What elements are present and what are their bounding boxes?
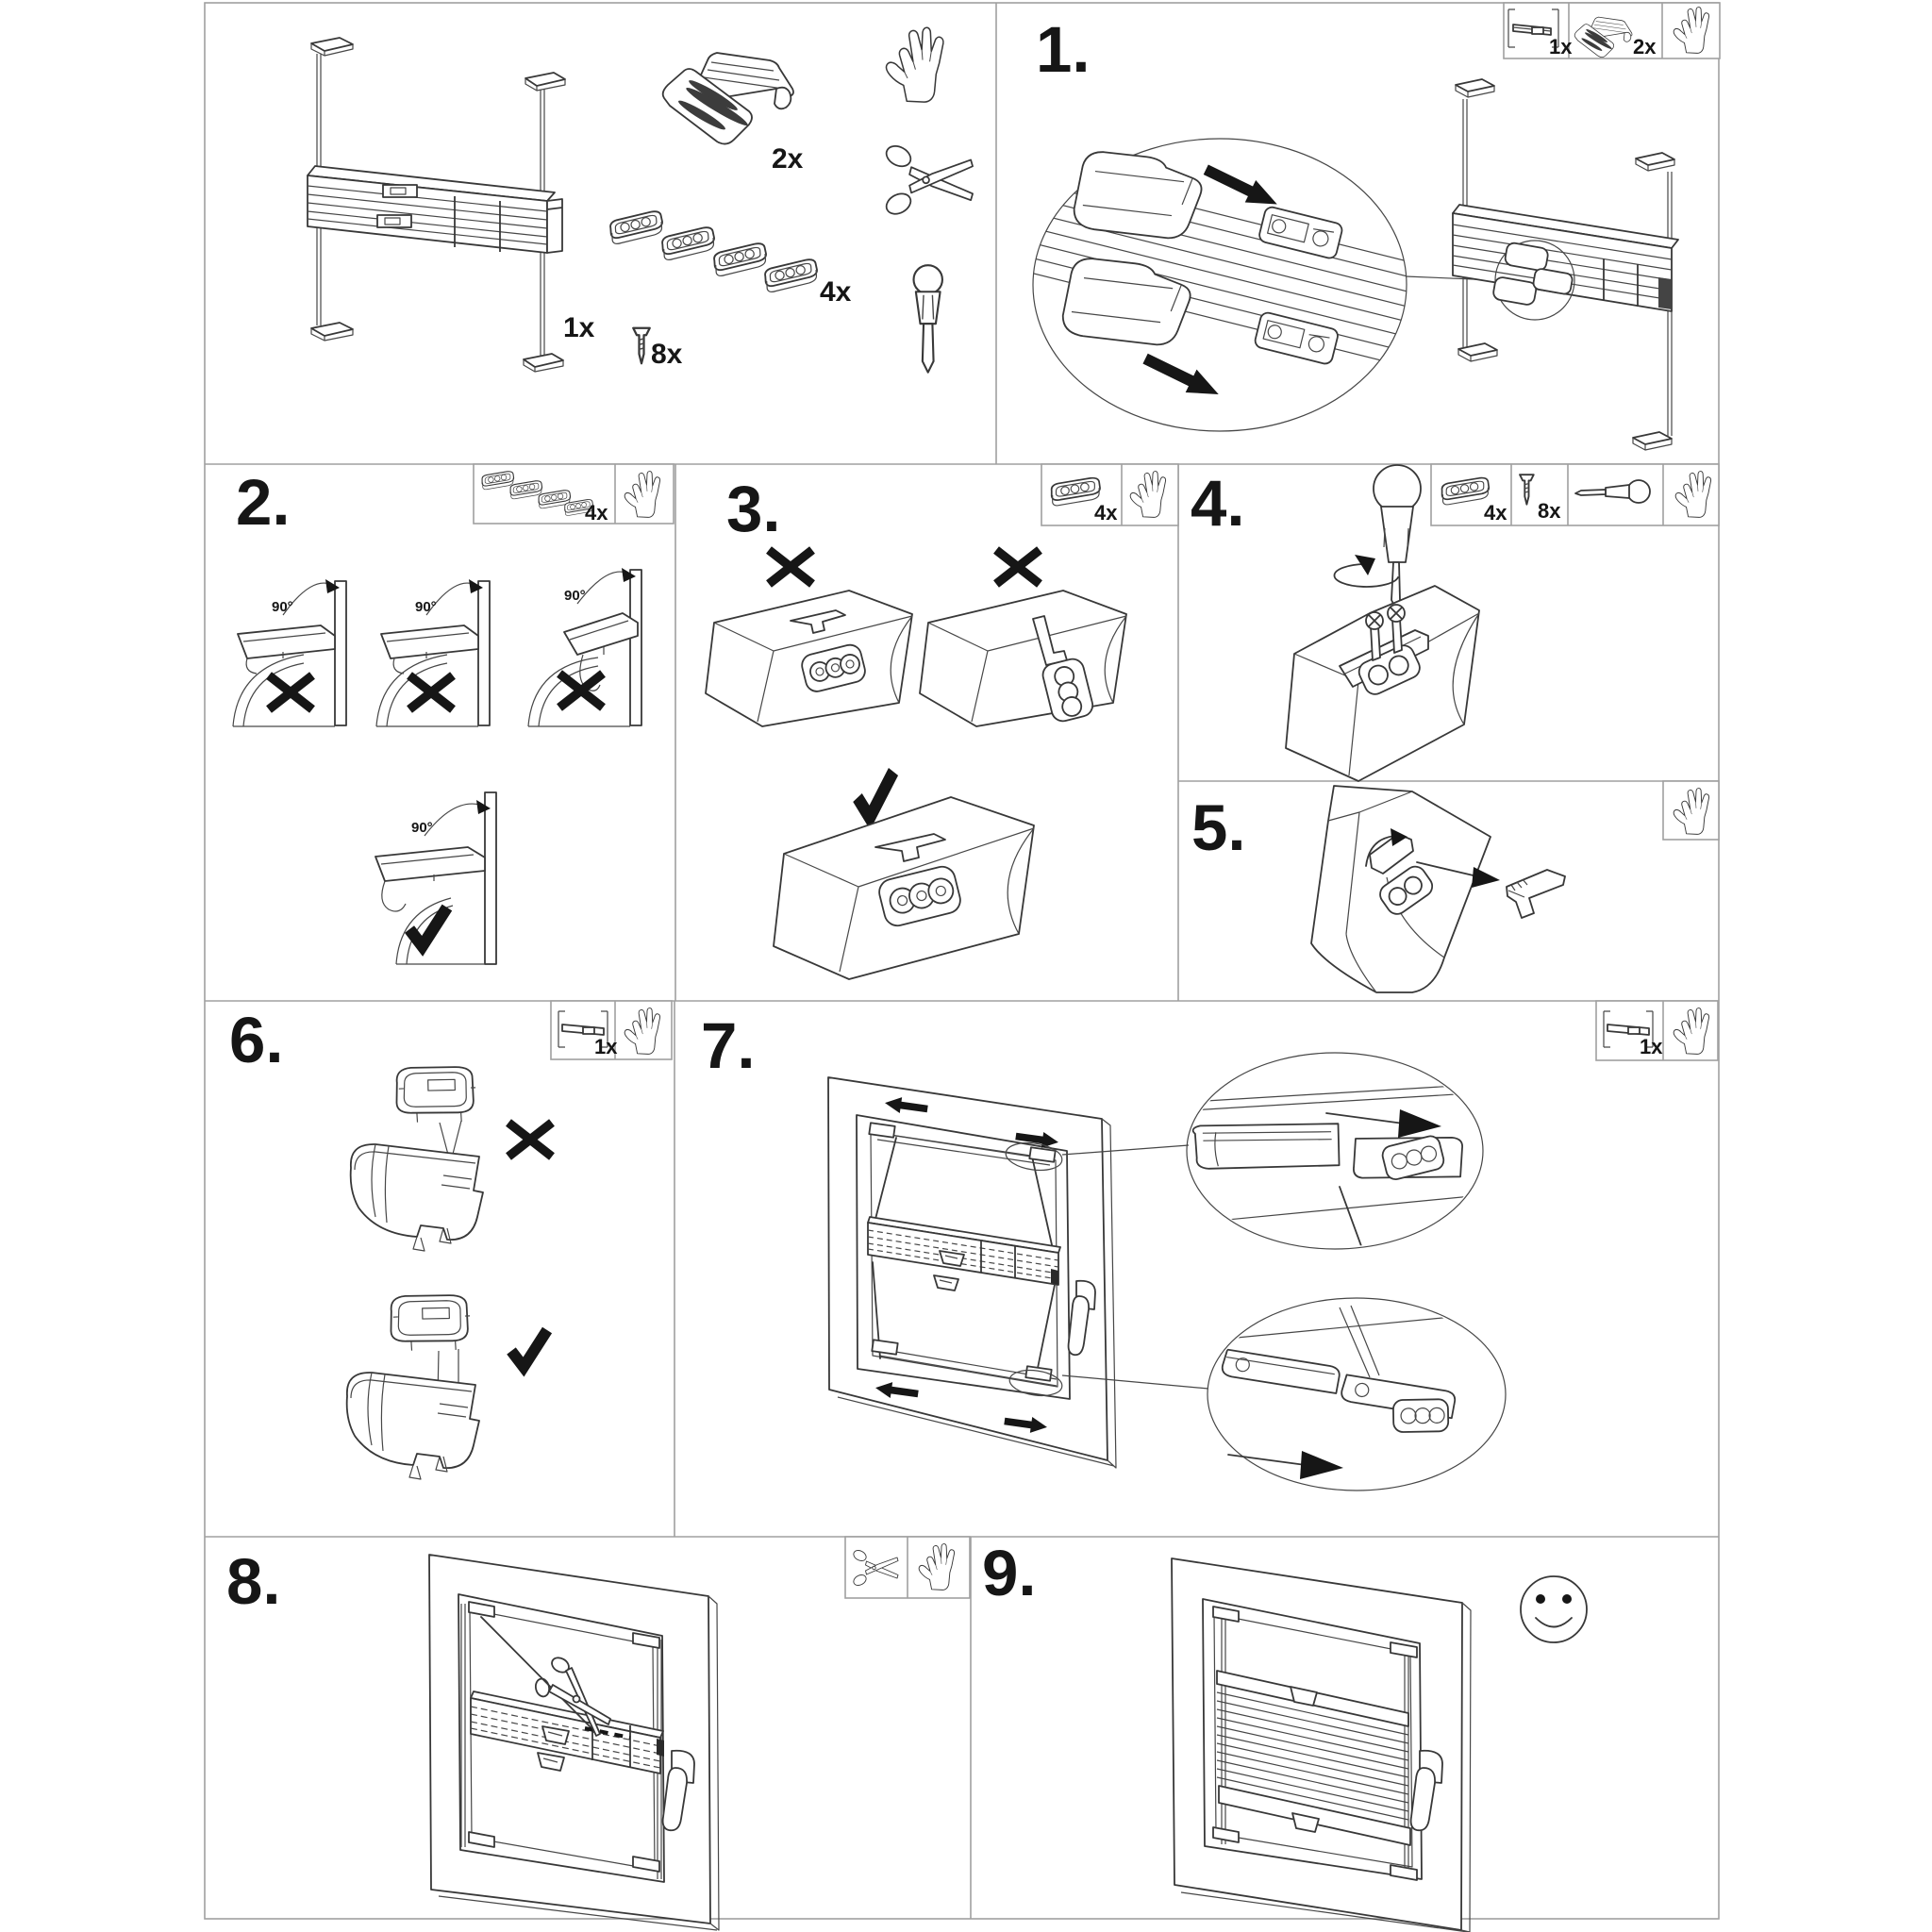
svg-text:1x: 1x [563, 312, 595, 343]
svg-text:9.: 9. [982, 1537, 1037, 1609]
svg-text:90°: 90° [415, 599, 437, 615]
svg-text:1.: 1. [1036, 13, 1091, 86]
svg-text:4x: 4x [820, 276, 852, 308]
svg-text:8x: 8x [1538, 499, 1561, 523]
svg-text:1x: 1x [594, 1035, 618, 1058]
svg-text:7.: 7. [701, 1009, 756, 1082]
svg-text:4x: 4x [585, 501, 608, 525]
svg-text:5.: 5. [1191, 791, 1246, 864]
svg-text:2x: 2x [772, 143, 804, 175]
svg-text:3.: 3. [726, 473, 781, 545]
svg-text:8x: 8x [651, 339, 683, 370]
svg-text:4.: 4. [1191, 467, 1245, 540]
svg-text:4x: 4x [1484, 501, 1507, 525]
svg-text:90°: 90° [411, 820, 433, 836]
svg-text:90°: 90° [272, 599, 293, 615]
svg-text:8.: 8. [226, 1545, 281, 1618]
svg-text:1x: 1x [1640, 1035, 1663, 1058]
svg-text:2x: 2x [1633, 35, 1657, 58]
svg-text:2.: 2. [236, 466, 291, 539]
svg-text:1x: 1x [1549, 35, 1573, 58]
svg-text:6.: 6. [229, 1004, 284, 1076]
svg-text:90°: 90° [564, 588, 586, 604]
svg-text:4x: 4x [1094, 501, 1118, 525]
